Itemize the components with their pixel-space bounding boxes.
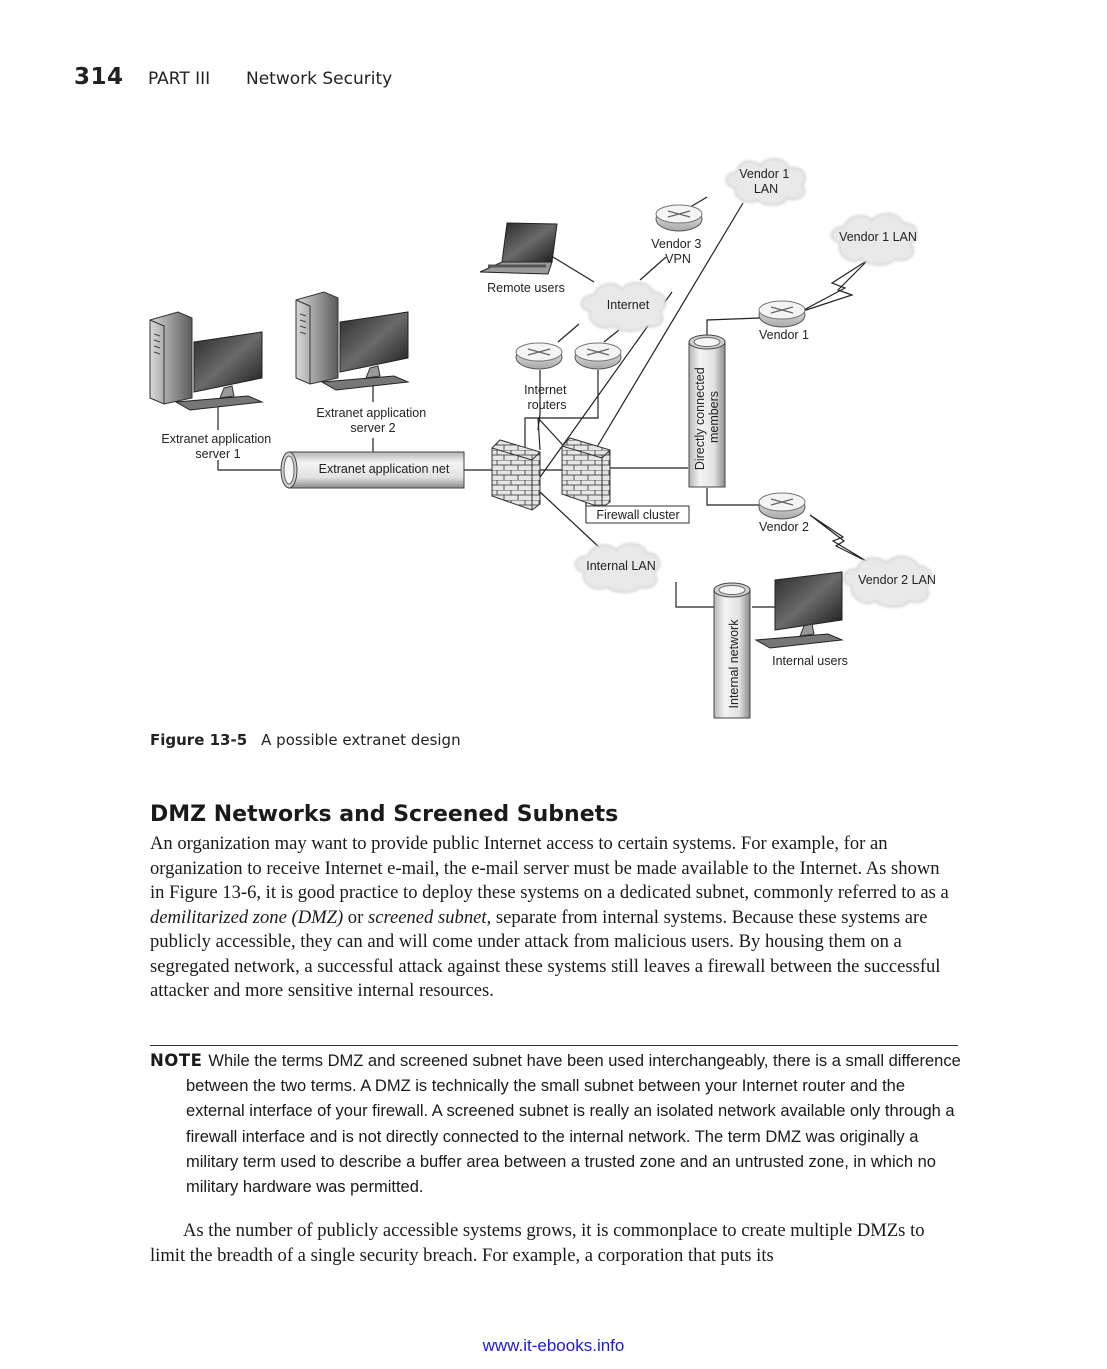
firewall-2-icon xyxy=(561,437,611,509)
extranet-net-pipe xyxy=(280,451,465,489)
section-heading: DMZ Networks and Screened Subnets xyxy=(150,802,619,827)
internet-router-2-icon xyxy=(574,342,622,370)
label-extranet-net: Extranet application net xyxy=(319,462,450,476)
router-vendor2-icon xyxy=(758,492,806,520)
label-internal-lan: Internal LAN xyxy=(586,559,655,573)
cloud-internet xyxy=(580,282,667,332)
label-internal-users: Internal users xyxy=(772,654,848,668)
firewall-cluster-box xyxy=(585,505,690,524)
cloud-internal-lan xyxy=(574,543,661,593)
cloud-vendor1-lan-right xyxy=(830,213,918,266)
laptop-icon xyxy=(479,222,558,275)
label-extranet-server1: Extranet application server 1 xyxy=(161,432,274,461)
paragraph-1-part-b: or xyxy=(343,906,368,928)
term-screened-subnet: screened subnet xyxy=(367,906,487,928)
figure-number: Figure 13-5 xyxy=(150,731,248,749)
paragraph-1-part-c: , separate from internal systems. Becaus… xyxy=(150,906,941,1002)
cloud-vendor2-lan xyxy=(842,556,933,608)
firewall-1-icon xyxy=(491,439,541,511)
label-internal-network: Internal network xyxy=(727,619,741,709)
directly-connected-pipe xyxy=(688,334,726,488)
part-label: PART III xyxy=(148,69,211,89)
server1-computer-icon xyxy=(149,311,264,411)
label-vendor1-lan-right: Vendor 1 LAN xyxy=(839,230,917,244)
paragraph-1-part-a: An organization may want to provide publ… xyxy=(150,833,949,903)
page-number: 314 xyxy=(74,64,124,90)
note-text: While the terms DMZ and screened subnet … xyxy=(186,1052,961,1197)
label-vendor2-lan: Vendor 2 LAN xyxy=(858,573,936,587)
footer-link[interactable]: www.it-ebooks.info xyxy=(482,1336,625,1355)
label-vendor1-lan-top: Vendor 1 LAN xyxy=(739,167,793,196)
label-vendor1: Vendor 1 xyxy=(759,328,809,342)
internal-network-pipe xyxy=(713,582,751,719)
router-vendor3-icon xyxy=(655,204,703,232)
label-directly-connected: Directly connected members xyxy=(693,364,721,470)
figure-caption-text: A possible extranet design xyxy=(261,731,461,749)
label-internet: Internet xyxy=(607,298,650,312)
section-label: Network Security xyxy=(246,69,393,89)
label-vendor2: Vendor 2 xyxy=(759,520,809,534)
paragraph-2: As the number of publicly accessible sys… xyxy=(150,1220,925,1266)
label-extranet-server2: Extranet application server 2 xyxy=(316,406,429,435)
cloud-vendor1-lan-top xyxy=(725,158,806,206)
wan-link-vendor2 xyxy=(809,514,869,563)
label-vendor3-vpn: Vendor 3 VPN xyxy=(651,237,705,266)
label-remote-users: Remote users xyxy=(487,281,565,295)
running-head: 314 PART III Network Security xyxy=(74,64,392,90)
note-divider xyxy=(150,1045,958,1046)
internet-router-1-icon xyxy=(515,342,563,370)
extranet-diagram: Vendor 1 LAN Vendor 3 VPN Vendor 1 LAN R… xyxy=(149,158,936,719)
label-internet-routers: Internet routers xyxy=(524,383,570,412)
figure-caption: Figure 13-5 A possible extranet design xyxy=(150,731,461,749)
note-tag: NOTE xyxy=(150,1051,203,1070)
term-dmz: demilitarized zone (DMZ) xyxy=(150,906,344,928)
server2-computer-icon xyxy=(295,291,410,391)
internal-user-computer-icon xyxy=(754,571,844,649)
paragraph-1: An organization may want to provide publ… xyxy=(150,832,958,1004)
wan-link-vendor1 xyxy=(799,259,869,313)
router-vendor1-icon xyxy=(758,300,806,328)
label-firewall-cluster: Firewall cluster xyxy=(596,508,679,522)
